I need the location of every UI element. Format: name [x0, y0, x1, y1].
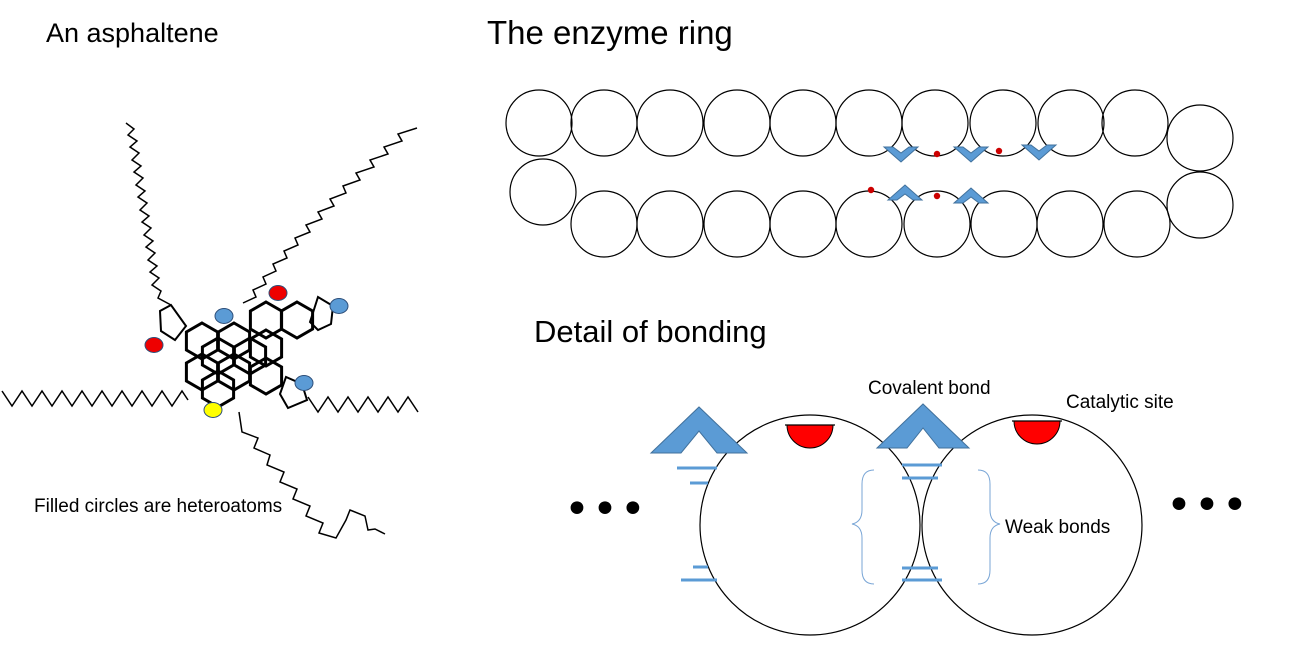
covalent-bond-chevron [952, 187, 990, 204]
enzyme-subunit [903, 190, 971, 258]
catalytic-site-dot [933, 192, 941, 200]
asphaltene-title: An asphaltene [46, 18, 219, 48]
covalent-bond-label: Covalent bond [868, 378, 991, 399]
enzyme-subunit [570, 190, 638, 258]
enzyme-subunit-large [921, 414, 1143, 636]
enzyme-subunit [636, 89, 704, 157]
covalent-bond-chevron [886, 184, 924, 201]
heteroatom-circle [268, 285, 288, 301]
heteroatoms-note: Filled circles are heteroatoms [34, 496, 283, 517]
heteroatom-circle [329, 298, 349, 314]
catalytic-site-label: Catalytic site [1066, 392, 1174, 413]
enzyme-subunit-large [699, 414, 921, 636]
catalytic-site-half-disk [1013, 420, 1061, 445]
heteroatom-circle [144, 337, 164, 353]
heteroatom-circle [294, 375, 314, 391]
enzyme-subunit [969, 89, 1037, 157]
enzyme-subunit [703, 89, 771, 157]
covalent-bond-chevron [882, 146, 920, 163]
enzyme-subunit [1166, 171, 1234, 239]
weak-bonds-label: Weak bonds [1005, 517, 1111, 538]
aromatic-hexagon [279, 300, 315, 340]
pentagon-right [308, 295, 335, 332]
weak-bonds-brace-right [977, 469, 1001, 585]
alkyl-chain-bottom [238, 411, 386, 539]
heteroatom-circle [214, 308, 234, 324]
alkyl-chain-right [307, 395, 419, 414]
pentagon-bottom-right [278, 375, 309, 410]
enzyme-subunit [835, 190, 903, 258]
enzyme-subunit [769, 190, 837, 258]
ellipsis-dots-icon: ••• [1166, 480, 1250, 531]
aromatic-hexagon [248, 356, 284, 396]
enzyme-subunit [636, 190, 704, 258]
aromatic-hexagon [248, 300, 284, 340]
bonding-detail-title: Detail of bonding [534, 314, 767, 349]
enzyme-subunit [703, 190, 771, 258]
enzyme-subunit [1036, 190, 1104, 258]
enzyme-subunit [505, 89, 573, 157]
covalent-bond-chevron-large [875, 403, 971, 449]
aromatic-hexagon [248, 328, 284, 368]
enzyme-subunit [769, 89, 837, 157]
ellipsis-dots-icon: ••• [564, 484, 648, 535]
heteroatom-markers [144, 285, 349, 418]
heteroatom-circle [203, 402, 223, 418]
enzyme-subunit [570, 89, 638, 157]
covalent-bond-chevron-large [649, 406, 749, 454]
enzyme-subunit [1101, 89, 1169, 157]
catalytic-site-dot [933, 150, 941, 158]
enzyme-subunit [1166, 104, 1234, 172]
enzyme-subunit [1037, 89, 1105, 157]
enzyme-subunit [1103, 190, 1171, 258]
enzyme-subunit [901, 89, 969, 157]
weak-bonds-brace-left [851, 469, 875, 585]
alkyl-chain-top-left [125, 122, 172, 306]
enzyme-ring-chain [505, 89, 1234, 258]
catalytic-site-dot [867, 186, 875, 194]
covalent-bond-chevron [1020, 144, 1058, 161]
asphaltene-molecule [1, 122, 419, 539]
catalytic-site-dot [995, 147, 1003, 155]
covalent-bond-chevron [952, 146, 990, 163]
catalytic-site-half-disk [786, 424, 834, 449]
bonding-detail [649, 403, 1143, 636]
enzyme-subunit [835, 89, 903, 157]
aromatic-ring-system [184, 300, 315, 409]
alkyl-chain-left [1, 389, 189, 408]
alkyl-chain-top-right [242, 127, 418, 304]
enzyme-ring-title: The enzyme ring [487, 14, 733, 51]
pentagon-left [158, 303, 188, 342]
enzyme-subunit [509, 158, 577, 226]
